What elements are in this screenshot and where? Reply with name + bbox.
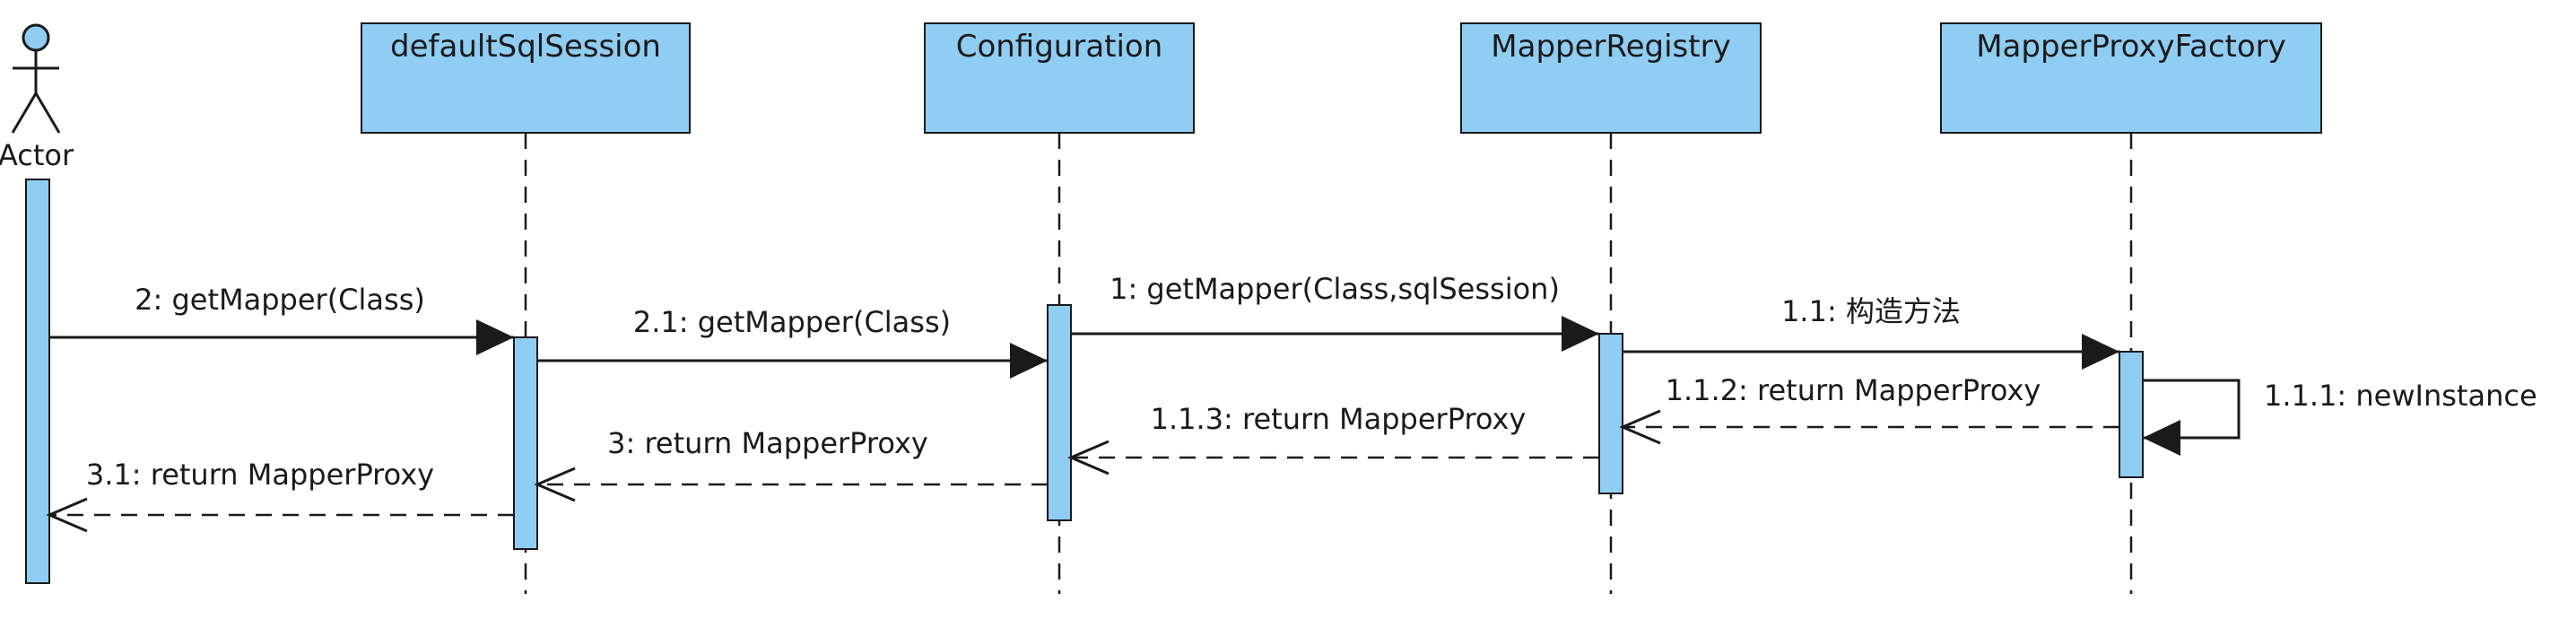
- filled-arrowhead-icon: [476, 319, 514, 355]
- open-arrowhead-icon: [534, 467, 576, 502]
- activation-bar-configuration: [1047, 304, 1072, 521]
- open-arrowhead-icon: [46, 497, 88, 533]
- participant-label-mapperregistry: MapperRegistry: [1491, 29, 1730, 65]
- message-label: 1.1.3: return MapperProxy: [1151, 402, 1527, 436]
- message-1-getmapper: 1: getMapper(Class,sqlSession): [1071, 272, 1599, 352]
- activation-bar-defaultsqlsession: [513, 336, 538, 550]
- filled-arrowhead-icon: [2082, 334, 2119, 370]
- activation-bar-mapperregistry: [1598, 333, 1623, 494]
- actor-label: Actor: [0, 138, 74, 172]
- open-arrowhead-icon: [1067, 440, 1110, 475]
- participant-box-configuration: [924, 22, 1195, 134]
- message-label: 2: getMapper(Class): [135, 283, 425, 317]
- message-3-1-return: 3.1: return MapperProxy: [46, 458, 514, 533]
- participant-configuration[interactable]: Configuration: [924, 22, 1195, 594]
- message-2-getmapper: 2: getMapper(Class): [49, 283, 514, 355]
- participant-mapperregistry[interactable]: MapperRegistry: [1460, 22, 1762, 594]
- message-3-return: 3: return MapperProxy: [534, 426, 1048, 502]
- participant-box-mapperregistry: [1460, 22, 1762, 134]
- open-arrowhead-icon: [1619, 409, 1661, 445]
- message-1-1-2-return: 1.1.2: return MapperProxy: [1619, 373, 2119, 445]
- participant-box-defaultsqlsession: [361, 22, 691, 134]
- message-1-1-3-return: 1.1.3: return MapperProxy: [1067, 402, 1599, 475]
- stick-figure-icon: [11, 23, 61, 134]
- participant-mapperproxyfactory[interactable]: MapperProxyFactory: [1940, 22, 2322, 594]
- participant-defaultsqlsession[interactable]: defaultSqlSession: [361, 22, 691, 594]
- message-label: 1.1.1: newInstance: [2264, 379, 2537, 413]
- participant-label-mapperproxyfactory: MapperProxyFactory: [1976, 29, 2286, 65]
- actor-activation-bar: [25, 179, 50, 584]
- message-1-1-constructor: 1.1: 构造方法: [1623, 294, 2119, 370]
- message-label: 3: return MapperProxy: [607, 426, 928, 460]
- participant-label-configuration: Configuration: [956, 29, 1163, 65]
- participant-box-mapperproxyfactory: [1940, 22, 2322, 134]
- message-label: 3.1: return MapperProxy: [86, 458, 434, 492]
- actor[interactable]: Actor: [0, 23, 74, 172]
- filled-arrowhead-icon: [2143, 420, 2180, 456]
- message-label: 1.1: 构造方法: [1781, 294, 1961, 328]
- activation-bar-mapperproxyfactory: [2119, 351, 2144, 478]
- filled-arrowhead-icon: [1010, 343, 1048, 379]
- participant-label-defaultsqlsession: defaultSqlSession: [390, 29, 661, 65]
- message-1-1-1-newinstance: 1.1.1: newInstance: [2143, 379, 2537, 456]
- message-label: 1: getMapper(Class,sqlSession): [1110, 272, 1560, 306]
- message-label: 2.1: getMapper(Class): [633, 305, 951, 339]
- message-2-1-getmapper: 2.1: getMapper(Class): [537, 305, 1048, 379]
- message-line: [2143, 379, 2241, 440]
- message-label: 1.1.2: return MapperProxy: [1666, 373, 2041, 407]
- filled-arrowhead-icon: [1562, 316, 1599, 352]
